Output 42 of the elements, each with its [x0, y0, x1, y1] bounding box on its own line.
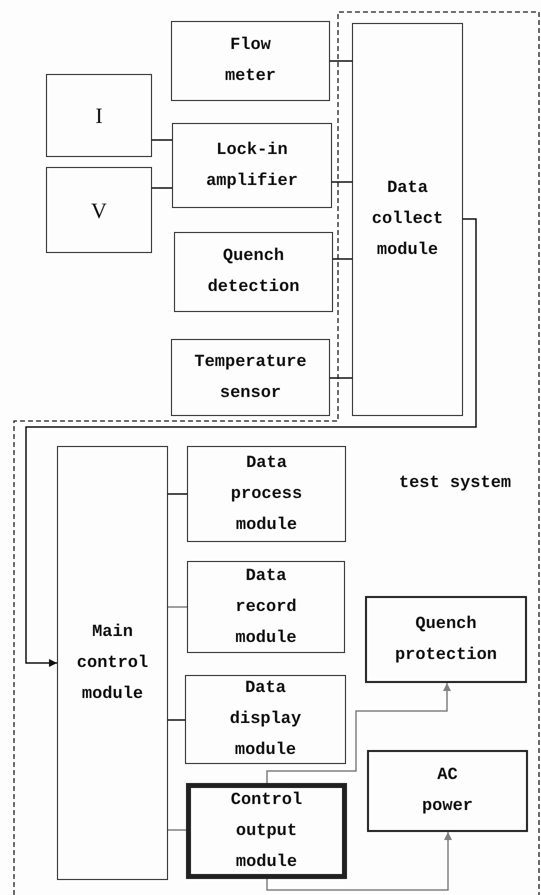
connector	[266, 832, 452, 891]
module-box	[187, 561, 345, 653]
module-box	[186, 783, 347, 879]
module-box	[174, 232, 333, 312]
module-box	[367, 750, 528, 832]
module-box	[171, 21, 330, 101]
module-box	[352, 23, 463, 416]
module-label: Data record module	[235, 566, 297, 650]
module-label: Data process module	[230, 452, 302, 536]
module-box	[187, 446, 346, 542]
connector	[168, 829, 186, 831]
module-box	[171, 339, 330, 416]
module-label: Data collect module	[372, 178, 444, 262]
system-label: test system	[398, 473, 512, 495]
module-box	[172, 123, 332, 208]
module-label: Control output module	[230, 790, 302, 874]
connector	[152, 187, 172, 189]
module-box	[365, 596, 527, 683]
module-label: Quench detection	[208, 246, 300, 299]
module-label: Data display module	[230, 678, 302, 762]
module-label: Temperature sensor	[194, 352, 307, 404]
connector	[168, 493, 187, 495]
module-label: Main control module	[76, 622, 148, 706]
connector	[330, 377, 352, 379]
module-label: Lock-in amplifier	[206, 140, 298, 192]
module-label: Flow meter	[224, 35, 276, 88]
module-label: I	[95, 102, 103, 130]
module-box	[46, 167, 152, 253]
connector	[152, 139, 172, 141]
module-box	[57, 446, 168, 880]
module-label: Quench protection	[394, 614, 497, 666]
connector	[168, 606, 187, 608]
connector	[266, 683, 451, 783]
connector	[332, 181, 352, 183]
connector	[333, 258, 352, 260]
connector	[25, 218, 477, 667]
connector	[168, 719, 185, 721]
module-label: AC power	[422, 765, 473, 818]
module-box	[185, 675, 346, 764]
connector	[330, 60, 352, 62]
module-label: V	[91, 196, 107, 224]
module-box	[46, 74, 152, 157]
